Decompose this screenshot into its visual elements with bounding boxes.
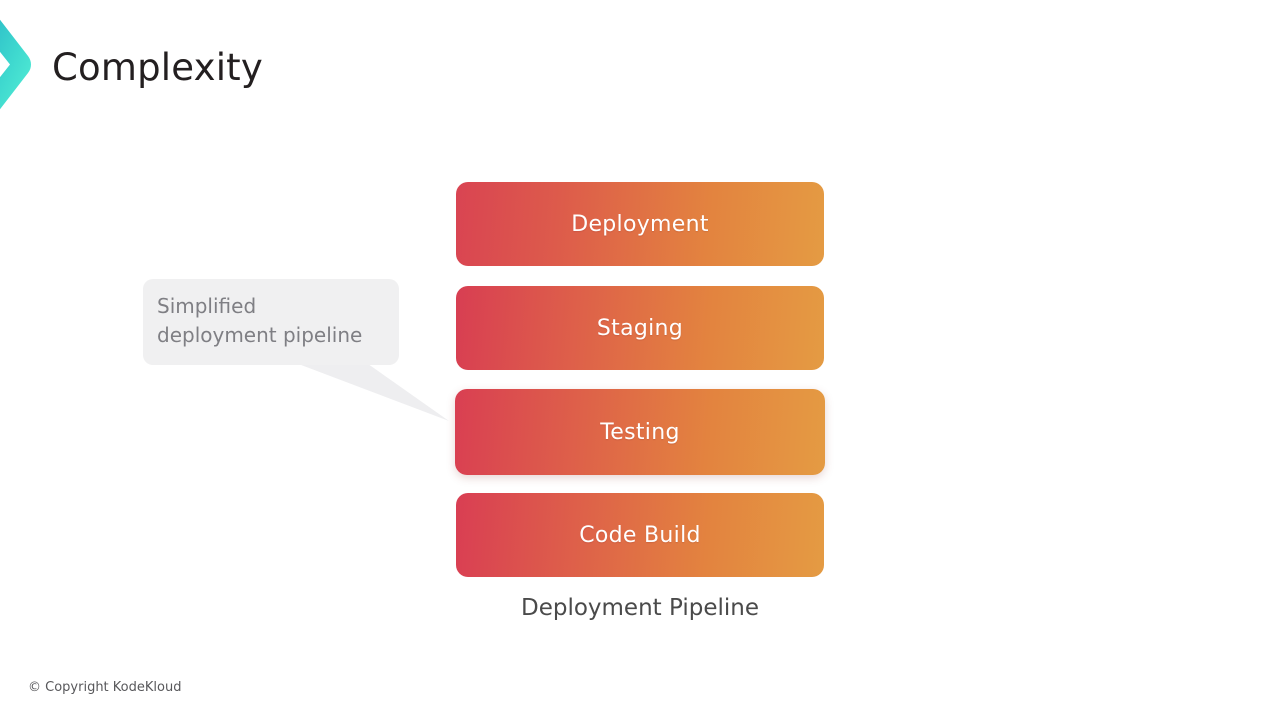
callout-line-1: Simplified (157, 294, 257, 318)
deployment-pipeline-diagram: Deployment Staging Testing Code Build (455, 182, 825, 577)
callout-text: Simplified deployment pipeline (157, 292, 389, 350)
callout-bubble: Simplified deployment pipeline (143, 279, 449, 421)
pipeline-stage-testing[interactable]: Testing (455, 389, 825, 475)
pipeline-stage-label: Testing (600, 419, 680, 445)
pipeline-stage-label: Deployment (571, 211, 709, 237)
pipeline-caption: Deployment Pipeline (520, 595, 759, 621)
pipeline-stage-label: Staging (596, 315, 684, 341)
page-title: Complexity (52, 46, 263, 89)
chevron-right-icon (0, 19, 31, 110)
callout-box (143, 279, 399, 365)
pipeline-stage-label: Code Build (579, 522, 701, 548)
pipeline-stage-deployment[interactable]: Deployment (456, 182, 824, 266)
callout-line-2: deployment pipeline (157, 323, 363, 347)
footer-copyright: © Copyright KodeKloud (28, 680, 182, 695)
pipeline-stage-code-build[interactable]: Code Build (456, 493, 824, 577)
slide-header: Complexity (0, 0, 1280, 130)
pipeline-stage-staging[interactable]: Staging (456, 286, 824, 370)
